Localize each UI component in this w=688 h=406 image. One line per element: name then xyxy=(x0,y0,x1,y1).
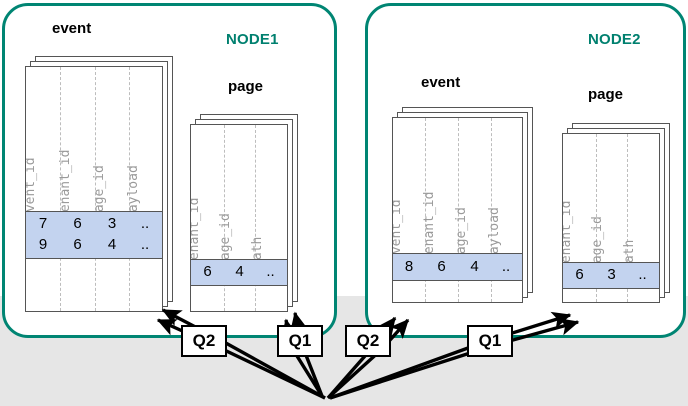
cell: .. xyxy=(501,258,511,275)
table-title-node2-event: event xyxy=(421,74,461,91)
table-face-node2-event: event_id tenant_id page_id payload 8 6 4… xyxy=(392,117,523,303)
table-title-node2-page: page xyxy=(588,86,624,103)
cell: .. xyxy=(140,215,150,232)
column-separator xyxy=(627,134,628,302)
cell: 6 xyxy=(437,258,446,275)
cell: 6 xyxy=(73,215,82,232)
cell: 8 xyxy=(404,258,414,275)
column-separator xyxy=(95,67,96,311)
column-separator xyxy=(129,67,130,311)
cell: 6 xyxy=(575,266,584,283)
column-separator xyxy=(491,118,492,302)
column-separator xyxy=(425,118,426,302)
query-badge-q1-node1[interactable]: Q1 xyxy=(277,325,323,357)
table-title-node1-page: page xyxy=(228,78,264,95)
cell: 3 xyxy=(607,266,616,283)
highlighted-rows-node2-page: 6 3 .. xyxy=(563,262,659,289)
query-badge-q1-node2[interactable]: Q1 xyxy=(467,325,513,357)
node-label-node1: NODE1 xyxy=(226,31,279,48)
table-title-node1-event: event xyxy=(52,20,92,37)
column-header-tenant-id: tenant_id xyxy=(562,200,574,271)
column-separator xyxy=(596,134,597,302)
cell: 4 xyxy=(235,263,244,280)
cell: 4 xyxy=(107,236,117,253)
cell: 6 xyxy=(73,236,82,253)
table-face-node2-page: tenant_id page_id path 6 3 .. xyxy=(562,133,660,303)
column-separator xyxy=(224,125,225,311)
column-separator xyxy=(60,67,61,311)
node-label-node2: NODE2 xyxy=(588,31,641,48)
cell: 3 xyxy=(107,215,117,232)
cell: 6 xyxy=(203,263,212,280)
column-separator xyxy=(255,125,256,311)
highlighted-rows-node2-event: 8 6 4 .. xyxy=(393,253,522,281)
cell: .. xyxy=(638,266,647,283)
query-badge-q2-node2[interactable]: Q2 xyxy=(345,325,391,357)
cell: .. xyxy=(266,263,275,280)
query-badge-q2-node1[interactable]: Q2 xyxy=(181,325,227,357)
table-face-node1-page: tenant_id page_id path 6 4 .. xyxy=(190,124,288,312)
column-header-tenant-id: tenant_id xyxy=(190,197,202,268)
table-face-node1-event: event_id tenant_id page_id payload 7 6 3… xyxy=(25,66,163,312)
highlighted-rows-node1-page: 6 4 .. xyxy=(191,259,287,286)
cell: 9 xyxy=(38,236,48,253)
column-separator xyxy=(458,118,459,302)
cell: 4 xyxy=(470,258,479,275)
column-header-tenant-id: tenant_id xyxy=(422,191,437,262)
cell: 7 xyxy=(38,215,48,232)
cell: .. xyxy=(140,236,150,253)
highlighted-rows-node1-event: 7 6 3 .. 9 6 4 .. xyxy=(26,211,162,259)
column-header-tenant-id: tenant_id xyxy=(58,149,73,220)
